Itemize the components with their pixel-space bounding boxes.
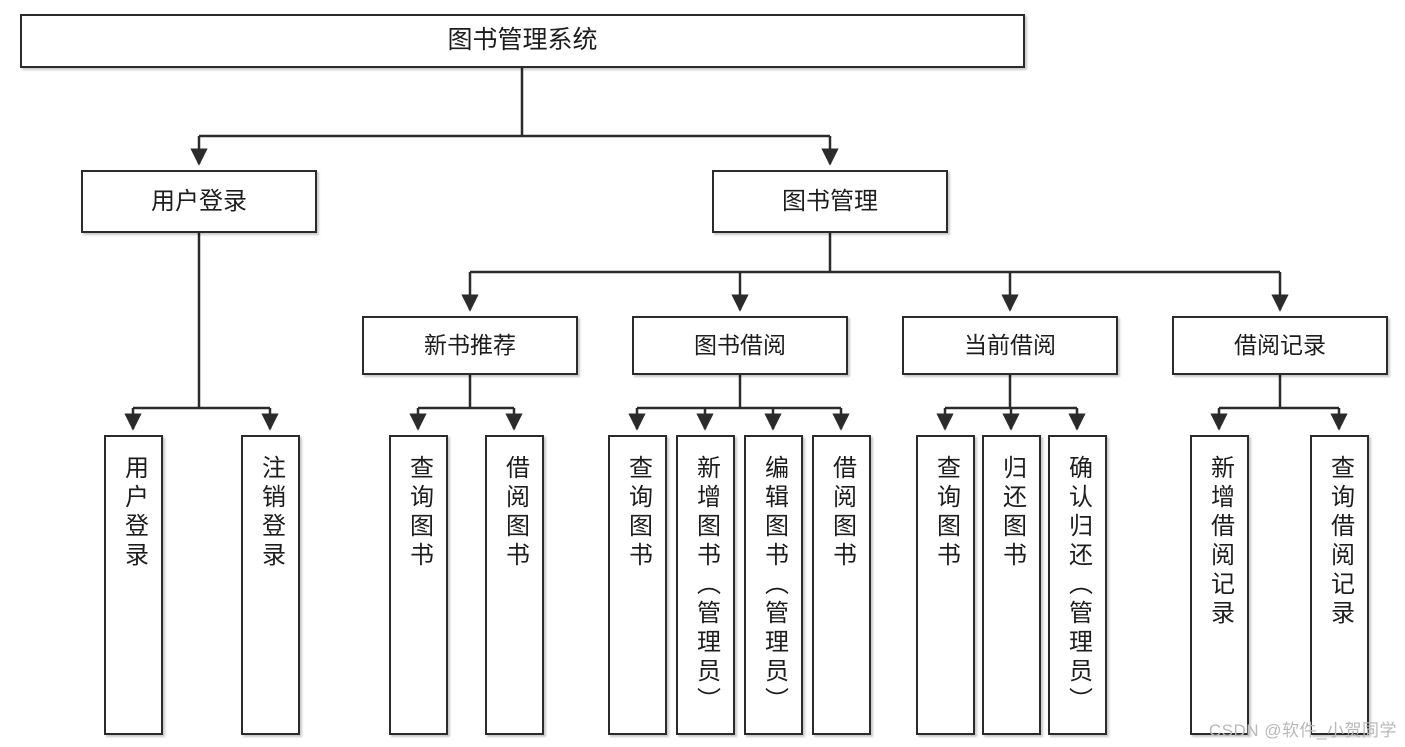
node-root-label: 图书管理系统	[447, 26, 598, 55]
node-leaf-record-query-label: 查询借阅记录	[1326, 455, 1354, 629]
node-book-borrow[interactable]: 图书借阅	[632, 316, 848, 375]
node-new-book-recommend[interactable]: 新书推荐	[362, 316, 578, 375]
node-user-login-label: 用户登录	[151, 187, 247, 215]
node-leaf-current-return-label: 归还图书	[998, 455, 1026, 571]
node-leaf-borrow-query-label: 查询图书	[624, 455, 652, 571]
node-root[interactable]: 图书管理系统	[20, 14, 1025, 68]
node-leaf-borrow-lend-label: 借阅图书	[828, 455, 856, 571]
node-current-borrow-label: 当前借阅	[964, 332, 1056, 359]
node-book-borrow-label: 图书借阅	[694, 332, 786, 359]
node-leaf-current-return[interactable]: 归还图书	[982, 435, 1041, 735]
node-leaf-borrow-query[interactable]: 查询图书	[608, 435, 667, 735]
node-leaf-borrow-add-label: 新增图书（管理员）	[692, 455, 720, 716]
node-leaf-current-confirm[interactable]: 确认归还（管理员）	[1048, 435, 1107, 735]
node-book-manage[interactable]: 图书管理	[712, 170, 948, 233]
node-leaf-current-confirm-label: 确认归还（管理员）	[1064, 455, 1092, 716]
node-leaf-borrow-edit-label: 编辑图书（管理员）	[760, 455, 788, 716]
node-new-book-recommend-label: 新书推荐	[424, 332, 516, 359]
node-leaf-borrow-add[interactable]: 新增图书（管理员）	[676, 435, 735, 735]
node-book-manage-label: 图书管理	[782, 187, 878, 215]
node-leaf-borrow-edit[interactable]: 编辑图书（管理员）	[744, 435, 803, 735]
node-leaf-user-logout-label: 注销登录	[257, 455, 285, 571]
node-leaf-recommend-query-label: 查询图书	[405, 455, 433, 571]
node-leaf-record-add[interactable]: 新增借阅记录	[1190, 435, 1249, 735]
node-leaf-recommend-borrow[interactable]: 借阅图书	[485, 435, 544, 735]
node-borrow-record[interactable]: 借阅记录	[1172, 316, 1388, 375]
node-current-borrow[interactable]: 当前借阅	[902, 316, 1118, 375]
node-borrow-record-label: 借阅记录	[1234, 332, 1326, 359]
node-leaf-recommend-borrow-label: 借阅图书	[501, 455, 529, 571]
node-leaf-user-logout[interactable]: 注销登录	[241, 435, 300, 735]
node-leaf-current-query[interactable]: 查询图书	[916, 435, 975, 735]
node-user-login[interactable]: 用户登录	[81, 170, 317, 233]
node-leaf-user-login[interactable]: 用户登录	[104, 435, 163, 735]
node-leaf-user-login-label: 用户登录	[120, 455, 148, 571]
node-leaf-record-query[interactable]: 查询借阅记录	[1310, 435, 1369, 735]
node-leaf-recommend-query[interactable]: 查询图书	[389, 435, 448, 735]
node-leaf-record-add-label: 新增借阅记录	[1206, 455, 1234, 629]
node-leaf-borrow-lend[interactable]: 借阅图书	[812, 435, 871, 735]
node-leaf-current-query-label: 查询图书	[932, 455, 960, 571]
